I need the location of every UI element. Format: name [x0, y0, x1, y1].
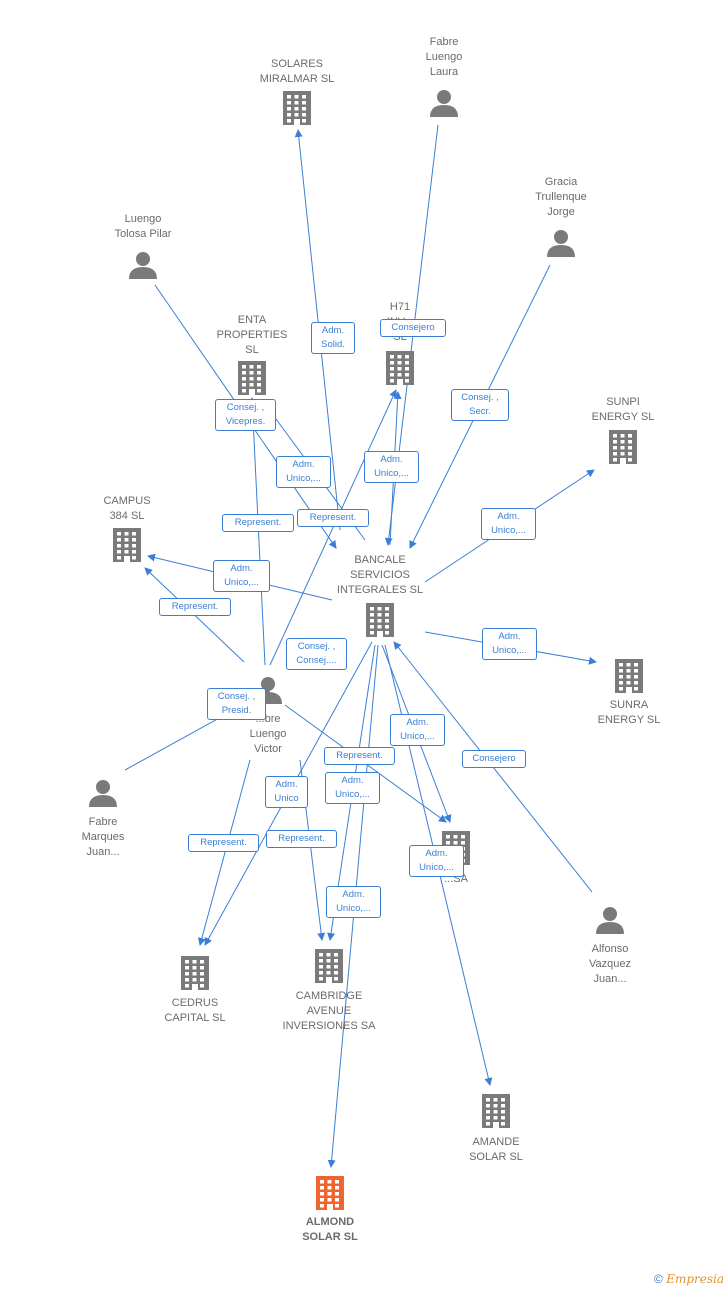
edge-label[interactable]: Represent. — [159, 598, 231, 616]
edge-label[interactable]: Represent. — [297, 509, 369, 527]
edge-label[interactable]: Consej. , Vicepres. — [215, 399, 276, 431]
edge-label[interactable]: Represent. — [222, 514, 294, 532]
building-icon[interactable] — [615, 659, 643, 693]
node-label[interactable]: ...bre Luengo Victor — [249, 713, 287, 755]
edge-label[interactable]: Adm. Unico,... — [213, 560, 270, 592]
edge-label[interactable]: Consej. , Secr. — [451, 389, 509, 421]
node-label[interactable]: CEDRUS CAPITAL SL — [164, 997, 226, 1024]
building-icon[interactable] — [238, 361, 266, 395]
building-icon[interactable] — [609, 430, 637, 464]
edge-line — [197, 759, 251, 946]
building-icon[interactable] — [181, 956, 209, 990]
edge-label[interactable]: Adm. Unico,... — [325, 772, 380, 804]
person-icon[interactable] — [430, 90, 458, 117]
edge-label[interactable]: Consej. , Presid. — [207, 688, 266, 720]
person-icon[interactable] — [129, 252, 157, 279]
node-label[interactable]: Fabre Luengo Laura — [425, 36, 463, 78]
node-label[interactable]: BANCALE SERVICIOS INTEGRALES SL — [336, 554, 424, 596]
edge-label[interactable]: Represent. — [266, 830, 337, 848]
building-icon[interactable] — [113, 528, 141, 562]
edge-label[interactable]: Represent. — [188, 834, 259, 852]
edge-label[interactable]: Adm. Unico,... — [276, 456, 331, 488]
edge-label[interactable]: Adm. Unico,... — [390, 714, 445, 746]
node-label[interactable]: CAMPUS 384 SL — [103, 495, 151, 522]
building-icon[interactable] — [366, 603, 394, 637]
building-icon[interactable] — [283, 91, 311, 125]
edge-label[interactable]: Represent. — [324, 747, 395, 765]
node-label[interactable]: SOLARES MIRALMAR SL — [259, 58, 335, 85]
edge-label[interactable]: Adm. Unico,... — [409, 845, 464, 877]
node-label[interactable]: Alfonso Vazquez Juan... — [589, 943, 631, 985]
footer-brand[interactable]: © Empresia — [654, 1272, 724, 1286]
edge-label[interactable]: Consej. , Consej.... — [286, 638, 347, 670]
building-icon[interactable] — [316, 1176, 344, 1210]
building-icon[interactable] — [315, 949, 343, 983]
person-icon[interactable] — [596, 907, 624, 934]
edge-label[interactable]: Adm. Unico,... — [326, 886, 381, 918]
node-label[interactable]: SUNPI ENERGY SL — [591, 396, 655, 423]
node-label[interactable]: AMANDE SOLAR SL — [469, 1136, 523, 1163]
node-label[interactable]: Fabre Marques Juan... — [81, 816, 125, 858]
brand-logo: Empresia — [666, 1272, 724, 1286]
node-label[interactable]: ENTA PROPERTIES SL — [216, 314, 288, 356]
edge-line — [269, 389, 397, 666]
node-label[interactable]: ALMOND SOLAR SL — [302, 1216, 358, 1243]
node-label[interactable]: Gracia Trullenque Jorge — [535, 176, 587, 218]
edge-label[interactable]: Adm. Unico — [265, 776, 308, 808]
edge-label[interactable]: Consejero — [462, 750, 526, 768]
person-icon[interactable] — [89, 780, 117, 807]
building-icon[interactable] — [482, 1094, 510, 1128]
node-label[interactable]: SUNRA ENERGY SL — [597, 699, 661, 726]
building-icon[interactable] — [386, 351, 414, 385]
edge-label[interactable]: Adm. Solid. — [311, 322, 355, 354]
edge-label[interactable]: Adm. Unico,... — [482, 628, 537, 660]
edge-label[interactable]: Adm. Unico,... — [481, 508, 536, 540]
node-label[interactable]: Luengo Tolosa Pilar — [114, 213, 172, 240]
edge-label[interactable]: Consejero — [380, 319, 446, 337]
node-label[interactable]: CAMBRIDGE AVENUE INVERSIONES SA — [282, 990, 376, 1032]
person-icon[interactable] — [547, 230, 575, 257]
edge-label[interactable]: Adm. Unico,... — [364, 451, 419, 483]
